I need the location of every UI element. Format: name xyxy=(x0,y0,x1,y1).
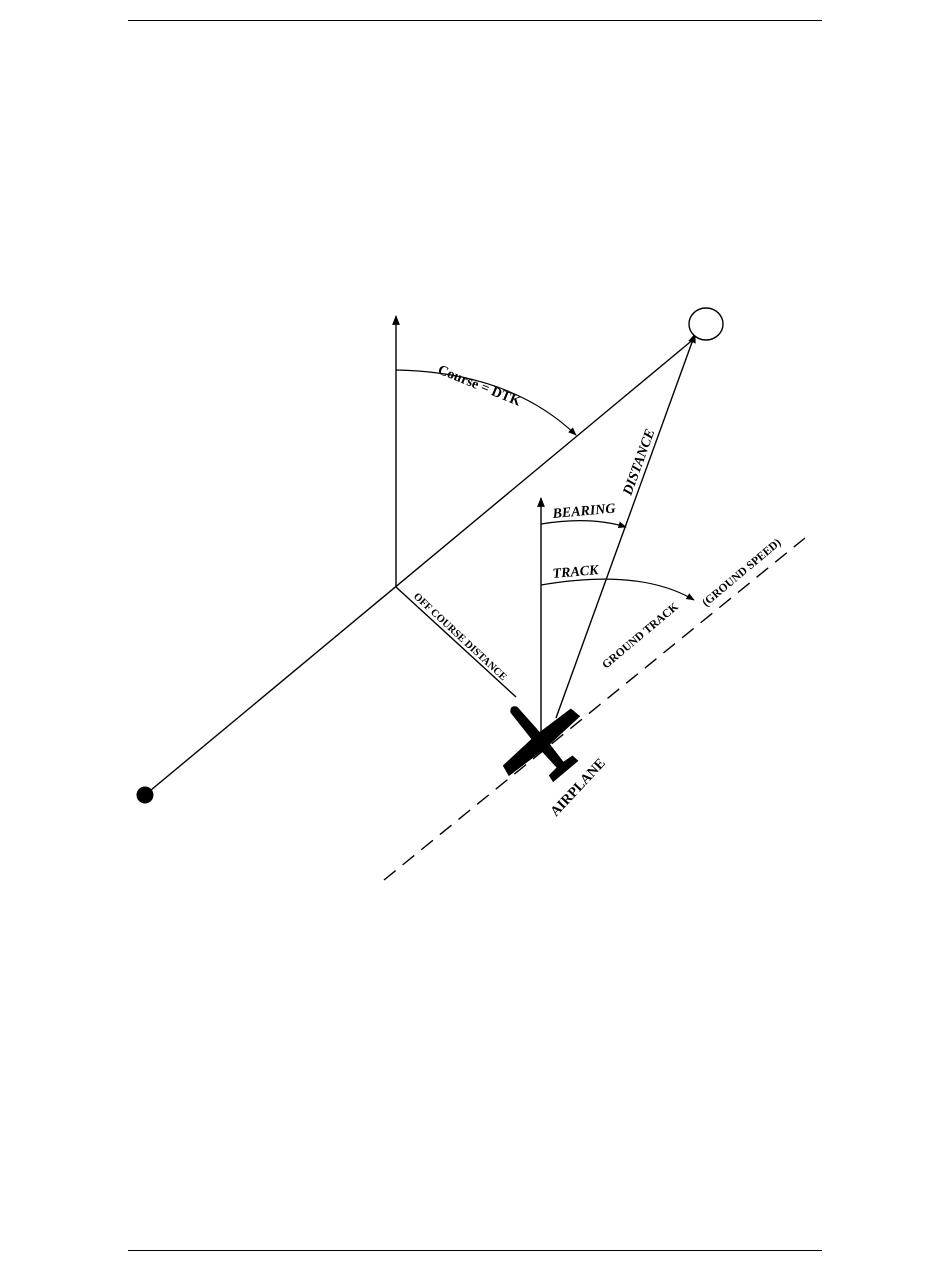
off-course-distance-line xyxy=(396,587,516,697)
course-line xyxy=(145,338,695,795)
bearing-label: BEARING xyxy=(551,502,616,523)
distance-line xyxy=(556,334,695,718)
ground-speed-label: (GROUND SPEED) xyxy=(700,537,783,610)
course-angle-arc xyxy=(396,370,576,435)
course-label: Course = DTK xyxy=(436,363,523,410)
open-circle-waypoint xyxy=(689,308,723,340)
off-course-distance-label: OFF COURSE DISTANCE xyxy=(411,591,509,683)
ground-track-label: GROUND TRACK xyxy=(600,601,681,671)
track-angle-arc xyxy=(541,579,694,600)
filled-circle-waypoint xyxy=(137,787,154,804)
ground-track-line xyxy=(384,538,805,880)
